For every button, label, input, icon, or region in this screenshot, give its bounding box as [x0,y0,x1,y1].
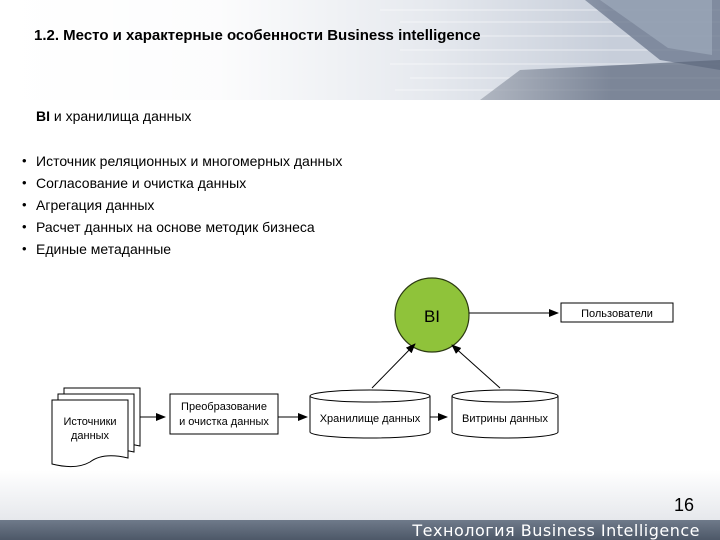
transform-node: Преобразование и очистка данных [169,393,279,435]
transform-label-1: Преобразование [181,401,267,413]
arrow-marts-to-bi [451,344,501,389]
bi-architecture-diagram: Источники данных Преобразование и очистк… [51,277,674,468]
list-item: • Согласование и очистка данных [22,172,342,194]
footer-gradient [0,470,720,520]
section-heading-bold: BI [36,108,50,124]
bi-node: BI [394,277,470,353]
data-sources-label-1: Источники [63,416,116,428]
footer-bar: Технология Business Intelligence [0,520,720,540]
data-warehouse-label: Хранилище данных [320,413,421,425]
banner-fade [0,0,720,100]
bullet-icon: • [22,197,27,212]
users-label: Пользователи [581,308,653,320]
list-item: • Единые метаданные [22,238,342,260]
users-node: Пользователи [560,302,674,323]
arrow-warehouse-to-bi [371,343,416,389]
bullet-icon: • [22,219,27,234]
data-marts-node: Витрины данных [451,389,559,439]
transform-label-2: и очистка данных [179,416,269,428]
page-number: 16 [673,495,694,515]
section-heading-rest: и хранилища данных [50,108,192,124]
header-divider [0,100,720,103]
list-item-text: Согласование и очистка данных [36,175,247,191]
section-heading: BI и хранилища данных [36,108,191,124]
data-sources-label-2: данных [71,430,110,442]
bi-label: BI [424,307,440,326]
list-item-text: Расчет данных на основе методик бизнеса [36,219,315,235]
list-item-text: Источник реляционных и многомерных данны… [36,153,343,169]
feature-list: • Источник реляционных и многомерных данн… [22,150,342,260]
header-banner: 1.2. Место и характерные особенности Bus… [0,0,720,100]
bullet-icon: • [22,153,27,168]
data-warehouse-node: Хранилище данных [309,389,431,439]
bullet-icon: • [22,175,27,190]
data-sources-node: Источники данных [51,387,141,468]
slide-title: 1.2. Место и характерные особенности Bus… [34,27,481,44]
list-item: • Расчет данных на основе методик бизнеса [22,216,342,238]
list-item-text: Агрегация данных [36,197,155,213]
data-marts-label: Витрины данных [462,413,548,425]
bullet-icon: • [22,241,27,256]
footer-brand: Технология Business Intelligence [412,521,700,540]
list-item: • Источник реляционных и многомерных данн… [22,150,342,172]
list-item-text: Единые метаданные [36,241,172,257]
list-item: • Агрегация данных [22,194,342,216]
